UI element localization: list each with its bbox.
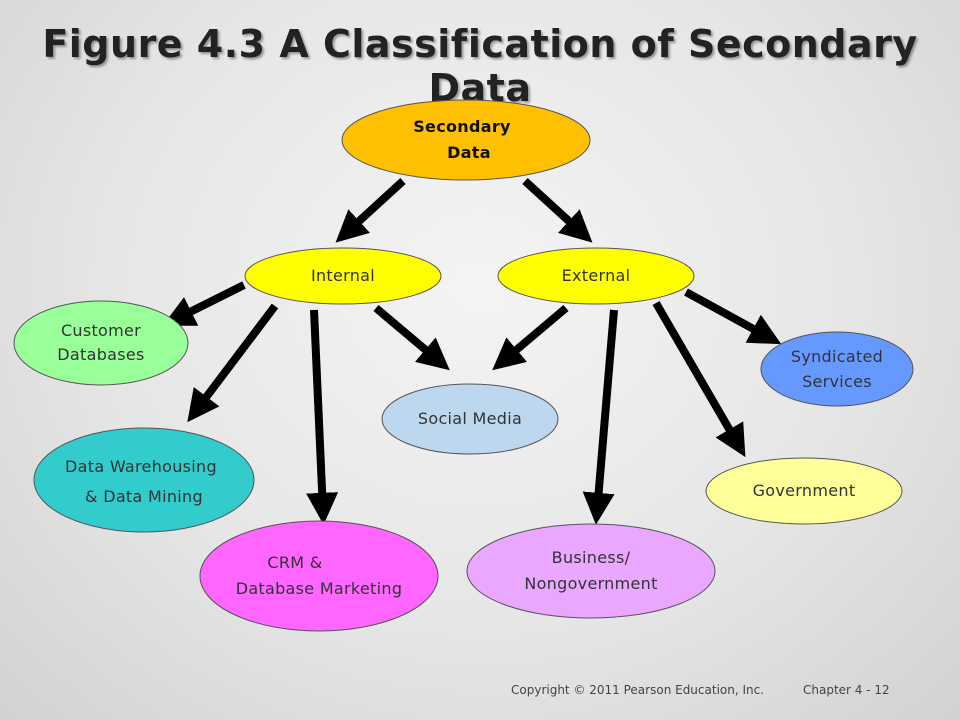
crm-label: CRM & Database Marketing [199,548,439,604]
copyright-text: Copyright © 2011 Pearson Education, Inc. [511,683,765,697]
arrow-external-to-government [652,300,746,458]
arrow-internal-to-data-warehousing [187,303,279,423]
node-customer-databases [13,300,189,386]
node-business-nongovernment [466,523,716,619]
internal-label: Internal [263,262,423,290]
secondary-data-label: Secondary Data [366,112,566,168]
secondary-data-line2: Data [447,143,491,162]
node-social-media [381,383,559,455]
crm-line2: Database Marketing [235,579,403,598]
business-line2: Nongovernment [524,574,658,593]
node-internal [244,247,442,305]
data-warehousing-line2: & Data Mining [85,487,203,506]
government-label: Government [706,477,902,505]
crm-line1: CRM & [267,553,323,572]
customer-databases-label: Customer Databases [21,319,181,367]
data-warehousing-line1: Data Warehousing [65,457,217,476]
arrow-external-to-syndicated-services [684,288,782,345]
customer-databases-line2: Databases [57,345,145,364]
business-nongovernment-label: Business/ Nongovernment [471,543,711,599]
arrow-internal-to-social-media [373,304,450,371]
external-text: External [561,266,631,285]
node-secondary-data [341,99,591,181]
government-text: Government [752,481,856,500]
arrow-internal-to-crm [306,309,339,525]
node-external [497,247,695,305]
customer-databases-line1: Customer [60,321,142,340]
business-line1: Business/ [551,548,631,567]
social-media-label: Social Media [382,405,558,433]
arrow-secondary-to-internal [335,178,406,243]
arrow-external-to-social-media [492,304,569,371]
node-data-warehousing [33,427,255,533]
arrow-external-to-business [582,309,618,525]
social-media-text: Social Media [417,409,523,428]
arrow-internal-to-customer-databases [162,281,246,326]
data-warehousing-label: Data Warehousing & Data Mining [34,452,254,512]
node-government [705,457,903,525]
internal-text: Internal [310,266,376,285]
syndicated-line2: Services [802,372,872,391]
page-title: Figure 4.3 A Classification of Secondary… [42,22,918,110]
arrow-secondary-to-external [522,178,593,243]
node-crm [199,520,439,632]
secondary-data-line1: Secondary [413,117,511,136]
syndicated-line1: Syndicated [790,347,884,366]
external-label: External [516,262,676,290]
node-syndicated-services [760,331,914,407]
syndicated-services-label: Syndicated Services [761,344,913,394]
chapter-number: Chapter 4 - 12 [803,683,890,697]
